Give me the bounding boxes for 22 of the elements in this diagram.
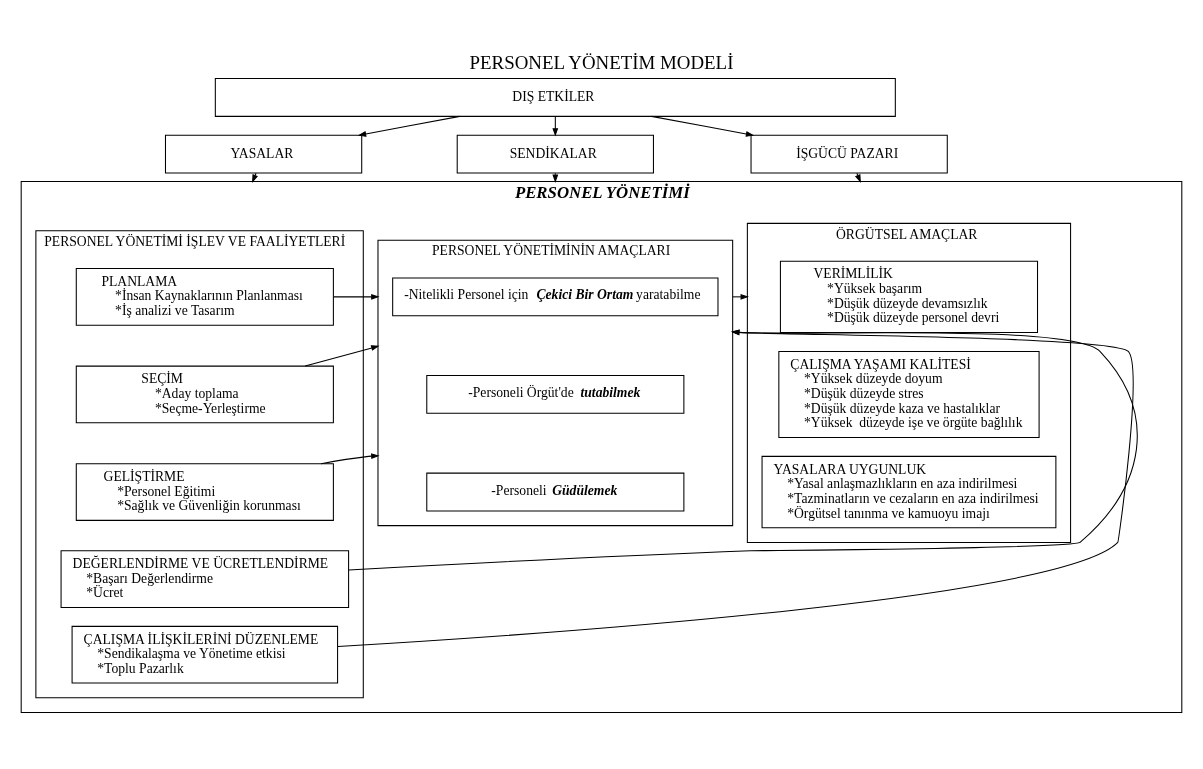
arrow xyxy=(320,452,380,464)
arrow xyxy=(252,172,258,183)
diagram-title: PERSONEL YÖNETİM MODELİ xyxy=(469,51,734,73)
node-box: YASALARA UYGUNLUK *Yasal anlaşmazlıkların en aza indirilmesi *Tazminatların ve cezaların en aza indirilmesi *Örgütsel tanınma ve kamuoyu imajı xyxy=(761,455,1057,528)
node-box: DEĞERLENDİRME VE ÜCRETLENDİRME *Başarı Değerlendirme *Ücret xyxy=(60,549,350,608)
node-box: PLANLAMA *İnsan Kaynaklarının Planlanması *İş analizi ve Tasarım xyxy=(75,267,334,326)
node-box: -Personeli Örgüt'de tutabilmek xyxy=(426,374,685,414)
node-box: -Nitelikli Personel için Çekici Bir Ortam yaratabilme xyxy=(392,276,719,316)
arrow xyxy=(333,293,380,300)
arrow xyxy=(357,115,461,137)
node-box: GELİŞTİRME *Personel Eğitimi *Sağlık ve Güvenliğin korunması xyxy=(75,462,334,521)
node-box: ÇALIŞMA YAŞAMI KALİTESİ *Yüksek düzeyde doyum *Düşük düzeyde stres *Düşük düzeyde kaza ve hastalıklar *Yüksek düzeyde işe ve örgüte bağlılık xyxy=(778,350,1040,438)
node-box: SEÇİM *Aday toplama *Seçme-Yerleştirme xyxy=(75,365,334,423)
node-box: ÇALIŞMA İLİŞKİLERİNİ DÜZENLEME *Sendikalaşma ve Yönetime etkisi *Toplu Pazarlık xyxy=(71,625,339,684)
node-box: -Personeli Güdülemek xyxy=(426,472,685,511)
arrow xyxy=(732,293,749,300)
arrow xyxy=(651,115,755,137)
arrow xyxy=(854,172,861,183)
arrow xyxy=(552,115,559,137)
node-box: DIŞ ETKİLER xyxy=(214,77,896,117)
node-box: VERİMLİLİK *Yüksek başarım *Düşük düzeyde devamsızlık *Düşük düzeyde personel devri xyxy=(779,260,1039,333)
arrow xyxy=(304,344,380,367)
